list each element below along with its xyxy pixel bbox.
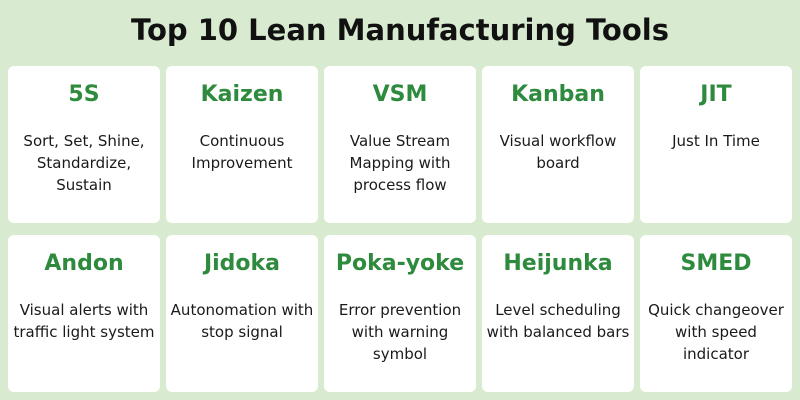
tool-name: 5S	[68, 82, 100, 107]
tool-description: Just In Time	[672, 132, 760, 150]
tool-name: Kanban	[511, 82, 605, 107]
tool-card-jit: JIT Just In Time	[640, 66, 792, 223]
tool-description: Sort, Set, Shine, Standardize, Sustain	[23, 132, 145, 194]
tool-card-jidoka: Jidoka Autonomation with stop signal	[166, 235, 318, 392]
page-title: Top 10 Lean Manufacturing Tools	[131, 13, 669, 47]
tool-description: Quick changeover with speed indicator	[648, 301, 784, 363]
tools-grid: 5S Sort, Set, Shine, Standardize, Sustai…	[8, 66, 792, 392]
tool-description: Level scheduling with balanced bars	[486, 301, 630, 341]
tool-name: Jidoka	[203, 251, 281, 276]
tool-description: Error prevention with warning symbol	[338, 301, 462, 363]
tool-name: Heijunka	[503, 251, 613, 276]
tool-description: Value Stream Mapping with process flow	[349, 132, 451, 194]
tool-name: JIT	[700, 82, 732, 107]
tool-name: SMED	[680, 251, 752, 276]
tool-card-andon: Andon Visual alerts with traffic light s…	[8, 235, 160, 392]
tool-description: Continuous Improvement	[191, 132, 293, 172]
tool-name: Poka-yoke	[335, 251, 465, 276]
tool-description: Visual workflow board	[499, 132, 617, 172]
tool-card-poka-yoke: Poka-yoke Error prevention with warning …	[324, 235, 476, 392]
tool-card-smed: SMED Quick changeover with speed indicat…	[640, 235, 792, 392]
tool-name: Kaizen	[200, 82, 284, 107]
tool-card-heijunka: Heijunka Level scheduling with balanced …	[482, 235, 634, 392]
tool-card-kanban: Kanban Visual workflow board	[482, 66, 634, 223]
tool-description: Visual alerts with traffic light system	[13, 301, 155, 341]
tool-card-vsm: VSM Value Stream Mapping with process fl…	[324, 66, 476, 223]
tool-card-5s: 5S Sort, Set, Shine, Standardize, Sustai…	[8, 66, 160, 223]
tool-description: Autonomation with stop signal	[170, 301, 314, 341]
tool-name: Andon	[44, 251, 124, 276]
tool-name: VSM	[372, 82, 428, 107]
tool-card-kaizen: Kaizen Continuous Improvement	[166, 66, 318, 223]
